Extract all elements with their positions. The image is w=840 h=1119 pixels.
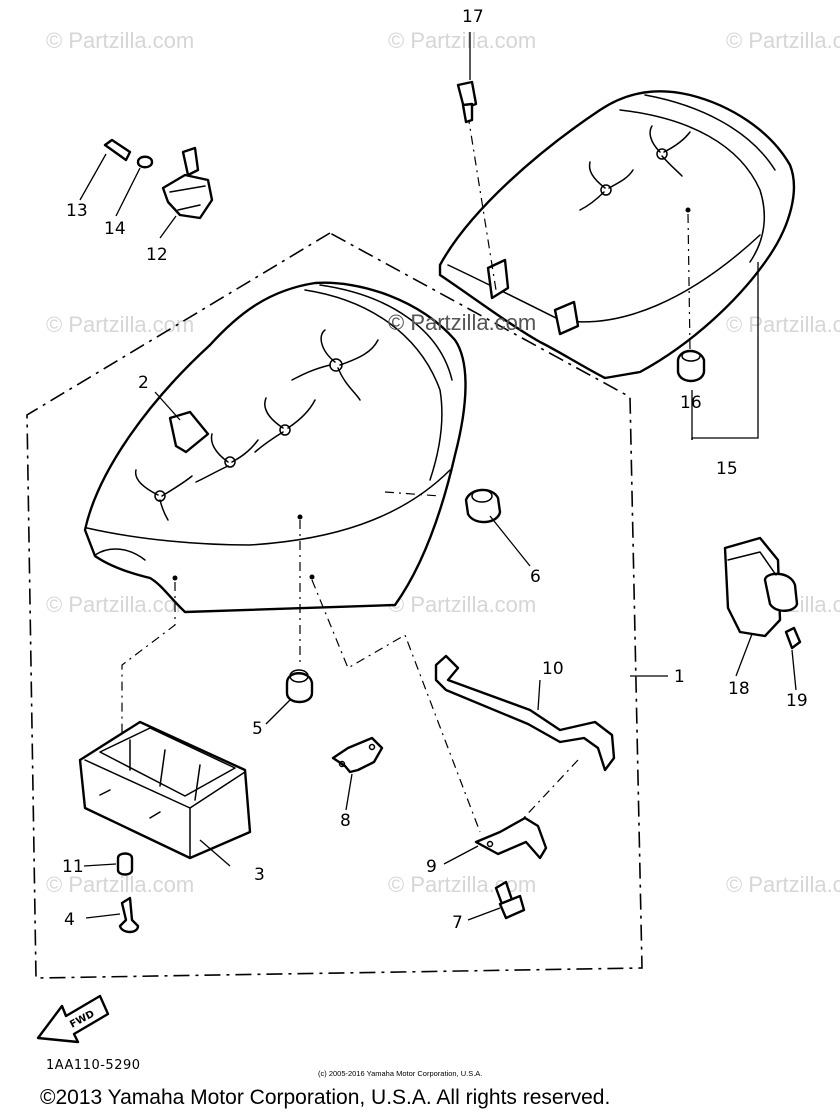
callout-18: 18 xyxy=(728,679,750,699)
rear-seat xyxy=(438,90,796,380)
clip-part-9 xyxy=(474,816,548,860)
callout-6: 6 xyxy=(530,567,541,587)
watermark: © Partzilla.com xyxy=(388,872,536,897)
damper-part-6 xyxy=(464,488,502,524)
watermark-center: © Partzilla.com xyxy=(388,310,536,335)
watermark: © Partzilla.com xyxy=(46,312,194,337)
bolt-part-4 xyxy=(118,896,140,934)
damper-part-5 xyxy=(285,669,314,704)
clip-part-8 xyxy=(331,736,384,774)
fwd-arrow-icon: FWD xyxy=(36,994,110,1044)
watermark: © Partzilla.com xyxy=(46,28,194,53)
callout-labels: 1 2 3 4 5 6 7 8 9 10 11 12 13 14 15 16 1… xyxy=(62,7,808,933)
callout-5: 5 xyxy=(252,719,263,739)
callout-17: 17 xyxy=(462,7,484,27)
footer-copyright: ©2013 Yamaha Motor Corporation, U.S.A. A… xyxy=(40,1086,610,1109)
callout-12: 12 xyxy=(146,245,168,265)
callout-7: 7 xyxy=(452,913,463,933)
callout-lines xyxy=(79,32,797,921)
callout-19: 19 xyxy=(786,691,808,711)
callout-13: 13 xyxy=(66,201,88,221)
callout-8: 8 xyxy=(340,811,351,831)
watermark: © Partzilla.com xyxy=(388,592,536,617)
bolt-part-13 xyxy=(103,138,132,162)
watermark: © Partzilla.com xyxy=(726,312,840,337)
main-seat xyxy=(83,281,467,614)
nut-part-11 xyxy=(116,852,134,876)
watermark: © Partzilla.com xyxy=(726,28,840,53)
bolt-part-7 xyxy=(494,880,526,920)
watermark: © Partzilla.com xyxy=(726,872,840,897)
bracket-part-10 xyxy=(434,654,616,772)
washer-part-14 xyxy=(136,155,154,169)
callout-3: 3 xyxy=(254,865,265,885)
lock-part-18 xyxy=(723,536,799,638)
callout-16: 16 xyxy=(680,393,702,413)
diagram-code: 1AA110-5290 xyxy=(46,1058,141,1073)
callout-1: 1 xyxy=(674,667,685,687)
small-copyright: (c) 2005-2016 Yamaha Motor Corporation, … xyxy=(318,1069,482,1078)
watermark-layer: © Partzilla.com © Partzilla.com © Partzi… xyxy=(46,28,840,897)
tray-part-3 xyxy=(78,720,252,860)
callout-11: 11 xyxy=(62,857,84,877)
callout-4: 4 xyxy=(64,910,75,930)
damper-part-16 xyxy=(676,349,706,383)
assembly-boundary xyxy=(26,232,643,979)
watermark: © Partzilla.com xyxy=(46,872,194,897)
callout-15: 15 xyxy=(716,459,738,479)
callout-2: 2 xyxy=(138,373,149,393)
bolt-part-17 xyxy=(456,80,478,124)
callout-10: 10 xyxy=(542,659,564,679)
watermark: © Partzilla.com xyxy=(388,28,536,53)
latch-part-12 xyxy=(161,146,214,220)
callout-14: 14 xyxy=(104,219,126,239)
callout-9: 9 xyxy=(426,857,437,877)
screw-part-19 xyxy=(784,626,802,650)
